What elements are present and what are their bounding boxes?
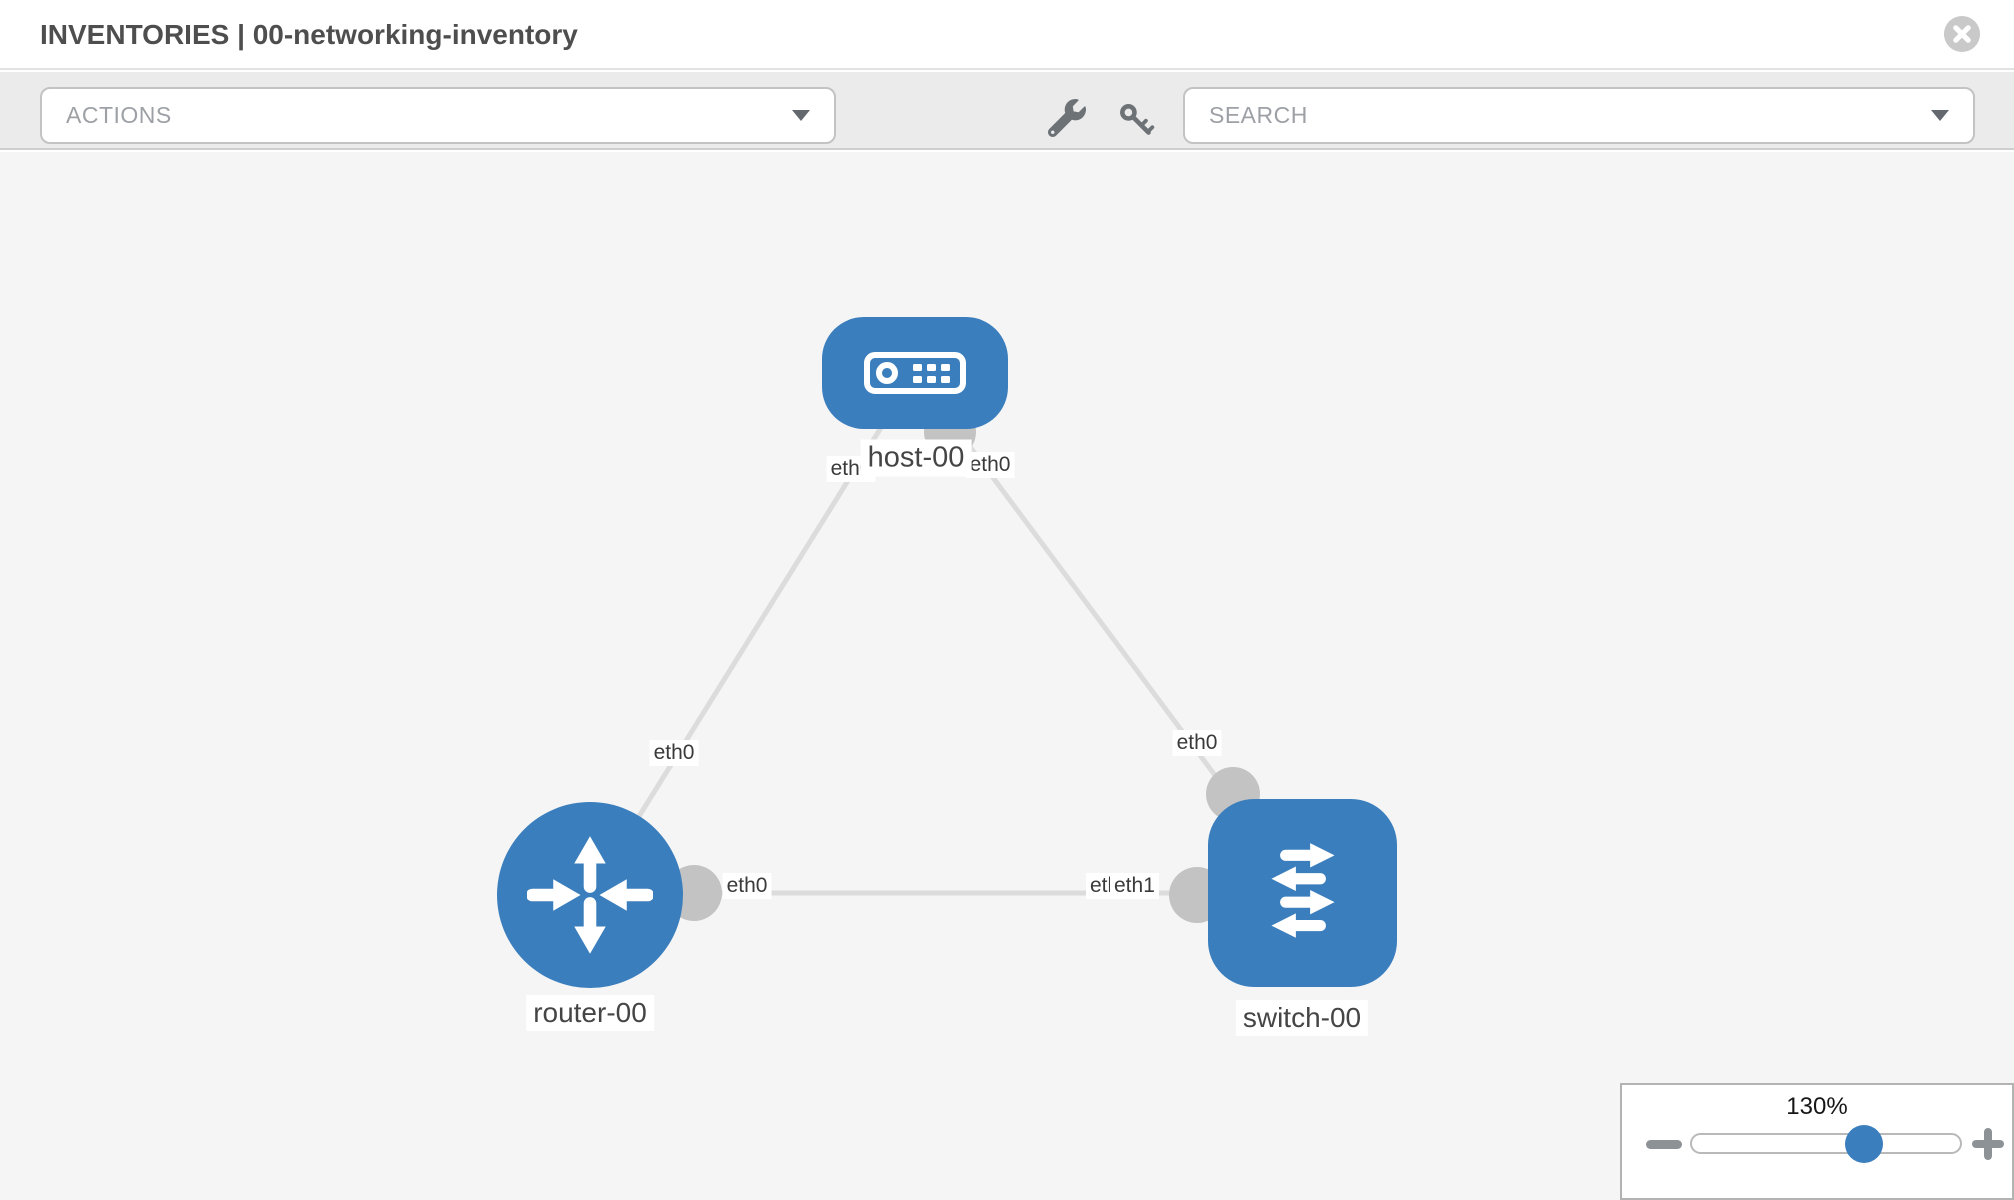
- zoom-slider-knob[interactable]: [1845, 1125, 1883, 1163]
- topology-links-layer: [587, 371, 1305, 923]
- actions-dropdown-label: ACTIONS: [66, 102, 172, 128]
- node-label-router-00: router-00: [526, 995, 654, 1031]
- search-placeholder: SEARCH: [1209, 102, 1308, 128]
- interface-label-eth1: eth1: [1110, 873, 1159, 899]
- chevron-down-icon: [1931, 110, 1949, 121]
- close-icon: [1943, 15, 1981, 53]
- topology-canvas[interactable]: host-00 router-00 switch-00 eth0 eth0 et…: [0, 152, 2014, 1200]
- interface-label-eth0: eth0: [965, 452, 1015, 478]
- chevron-down-icon: [792, 110, 810, 121]
- router-arrows-icon: [527, 836, 653, 954]
- wrench-icon: [1047, 99, 1086, 138]
- interface-label-eth0: eth0: [1172, 730, 1222, 756]
- page-title: INVENTORIES | 00-networking-inventory: [40, 19, 578, 50]
- node-router-00[interactable]: [497, 802, 683, 988]
- actions-dropdown[interactable]: ACTIONS: [40, 87, 836, 144]
- node-switch-00[interactable]: [1208, 799, 1397, 987]
- wrench-button[interactable]: [1047, 99, 1088, 139]
- interface-label-eth0: eth0: [649, 740, 699, 766]
- zoom-out-button[interactable]: [1646, 1140, 1682, 1149]
- switch-arrows-icon: [1270, 843, 1335, 938]
- key-button[interactable]: [1117, 101, 1157, 141]
- search-dropdown[interactable]: SEARCH: [1183, 87, 1975, 144]
- zoom-widget: 130%: [1620, 1083, 2014, 1200]
- interface-label-eth0: eth0: [722, 873, 772, 899]
- zoom-level-value: 130%: [1786, 1093, 1848, 1120]
- toolbar: ACTIONS SEARCH: [0, 72, 2014, 150]
- header: INVENTORIES | 00-networking-inventory: [0, 0, 2014, 70]
- close-button[interactable]: [1943, 15, 1981, 53]
- key-icon: [1120, 104, 1155, 135]
- zoom-in-button[interactable]: [1972, 1128, 2004, 1160]
- zoom-slider-track[interactable]: [1690, 1133, 1962, 1154]
- node-label-host-00: host-00: [860, 439, 972, 477]
- node-label-switch-00: switch-00: [1235, 1000, 1369, 1036]
- node-host-00[interactable]: [822, 317, 1008, 429]
- server-icon: [864, 352, 966, 394]
